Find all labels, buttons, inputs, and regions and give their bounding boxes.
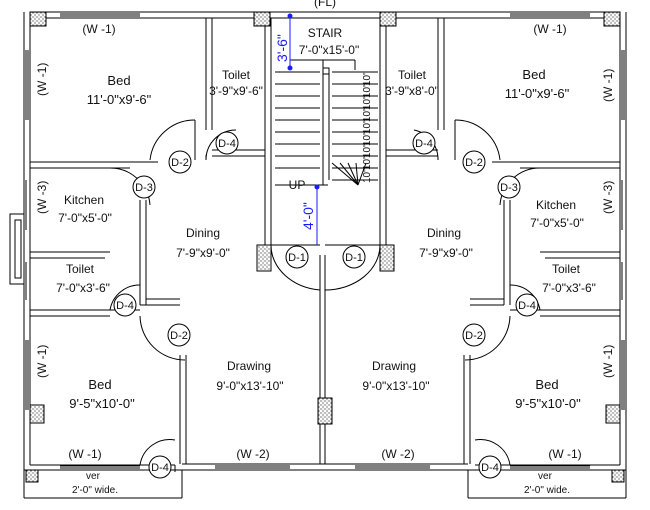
verandah-label: ver xyxy=(86,471,101,482)
door-label: D-2 xyxy=(465,157,483,169)
step-mark: 10" xyxy=(362,71,373,86)
room-size: 7'-9"x9'-0" xyxy=(176,246,230,260)
room-name: Toilet xyxy=(66,262,95,276)
door-label: D-1 xyxy=(345,252,363,264)
window-label: (W -1) xyxy=(35,63,49,96)
door-d4-tag xyxy=(113,293,137,317)
window-marks xyxy=(25,13,625,469)
room-name: Toilet xyxy=(222,68,251,82)
door-tag-labels: D-4 D-2 D-3 D-1 D-1 D-4 D-2 D-3 D-4 D-2 … xyxy=(116,138,536,474)
window-labels: (W -1) (W -1) (W -1) (W -1) (W -2) (W -2… xyxy=(35,22,615,461)
window-label: (W -1) xyxy=(548,447,581,461)
door-label: D-4 xyxy=(481,462,499,474)
door-label: D-2 xyxy=(171,157,189,169)
window-label: (W -2) xyxy=(236,447,269,461)
room-name: Drawing xyxy=(372,359,416,373)
stair-steps xyxy=(270,59,381,291)
door-d4-tag xyxy=(215,131,239,155)
kitchen-window-left xyxy=(9,213,25,285)
verandah-labels: ver 2'-0" wide. ver 2'-0" wide. xyxy=(72,471,570,496)
room-size: 3'-9"x8'-0" xyxy=(385,84,439,98)
door-label: D-2 xyxy=(465,330,483,342)
step-mark: 10" xyxy=(362,95,373,110)
door-label: D-1 xyxy=(288,252,306,264)
stair-dim-top: 3'-6" xyxy=(274,34,290,62)
room-size: 7'-9"x9'-0" xyxy=(419,246,473,260)
room-name: Bed xyxy=(535,377,558,392)
door-label: D-2 xyxy=(170,330,188,342)
room-name: Toilet xyxy=(398,68,427,82)
room-name: Dining xyxy=(186,226,220,240)
room-name: Dining xyxy=(427,226,461,240)
verandah-width: 2'-0" wide. xyxy=(72,485,118,496)
door-d2-tag xyxy=(168,150,192,174)
step-mark: 10" xyxy=(362,155,373,170)
door-d4-tag xyxy=(515,293,539,317)
door-d3-tag xyxy=(132,175,156,199)
door-label: D-4 xyxy=(151,462,169,474)
door-d1-tag xyxy=(285,245,309,269)
door-label: D-3 xyxy=(500,182,518,194)
room-name: Bed xyxy=(107,73,130,88)
window-label: (W -3) xyxy=(35,181,49,214)
step-mark: 10" xyxy=(362,119,373,134)
door-d3-tag xyxy=(497,175,521,199)
verandah-label: ver xyxy=(538,471,553,482)
door-label: D-4 xyxy=(218,138,236,150)
step-mark: 10" xyxy=(362,143,373,158)
window-label: (W -3) xyxy=(601,181,615,214)
room-size: 9'-5"x10'-0" xyxy=(515,396,581,411)
room-labels: (FL) STAIR 7'-0"x15'-0" UP Bed 11'-0"x9'… xyxy=(56,0,596,411)
step-mark: 10" xyxy=(362,168,373,183)
door-label: D-4 xyxy=(415,138,433,150)
door-d4-tag xyxy=(478,455,502,479)
window-label: (W -2) xyxy=(381,447,414,461)
stair-dim-bottom: 4'-0" xyxy=(300,202,316,230)
window-label: (W -1) xyxy=(82,22,115,36)
door-label: D-4 xyxy=(518,300,536,312)
room-size: 9'-0"x13'-10" xyxy=(216,379,283,393)
room-name: Kitchen xyxy=(64,193,104,207)
room-size: 3'-9"x9'-6" xyxy=(209,84,263,98)
verandah-width: 2'-0" wide. xyxy=(524,485,570,496)
stair-step-marks: 10" 10" 10" 10" 10" 10" 10" 10" 10" xyxy=(362,71,373,183)
door-label: D-3 xyxy=(135,182,153,194)
room-name: Bed xyxy=(522,67,545,82)
stair-size: 7'-0"x15'-0" xyxy=(299,43,359,57)
door-tags xyxy=(113,131,539,479)
room-size: 9'-0"x13'-10" xyxy=(362,379,429,393)
stair-dimensions xyxy=(287,13,320,245)
door-label: D-4 xyxy=(116,300,134,312)
room-size: 11'-0"x9'-6" xyxy=(87,92,152,107)
room-size: 11'-0"x9'-6" xyxy=(505,86,570,101)
room-name: Drawing xyxy=(227,359,271,373)
step-mark: 10" xyxy=(362,131,373,146)
step-mark: 10" xyxy=(362,107,373,122)
window-label: (W -1) xyxy=(601,69,615,102)
room-size: 9'-5"x10'-0" xyxy=(69,396,135,411)
room-size: 7'-0"x5'-0" xyxy=(58,211,112,225)
room-name: Kitchen xyxy=(536,198,576,212)
window-label: (W -1) xyxy=(533,22,566,36)
window-label: (W -1) xyxy=(68,447,101,461)
room-size: 7'-0"x5'-0" xyxy=(530,216,584,230)
room-size: 7'-0"x3'-6" xyxy=(56,281,110,295)
door-d2-tag xyxy=(462,323,486,347)
step-mark: 10" xyxy=(362,83,373,98)
room-name: Toilet xyxy=(552,262,581,276)
room-name: Bed xyxy=(88,377,111,392)
room-size: 7'-0"x3'-6" xyxy=(542,281,596,295)
door-d4-tag xyxy=(412,131,436,155)
window-label: (W -1) xyxy=(601,345,615,378)
window-label: (W -1) xyxy=(35,345,49,378)
door-d2-tag xyxy=(462,150,486,174)
door-d2-tag xyxy=(167,323,191,347)
stair-up-label: UP xyxy=(289,178,306,192)
door-d4-tag xyxy=(148,455,172,479)
columns xyxy=(25,11,625,483)
stair-title: STAIR xyxy=(308,26,343,40)
door-d1-tag xyxy=(342,245,366,269)
top-label: (FL) xyxy=(314,0,336,9)
